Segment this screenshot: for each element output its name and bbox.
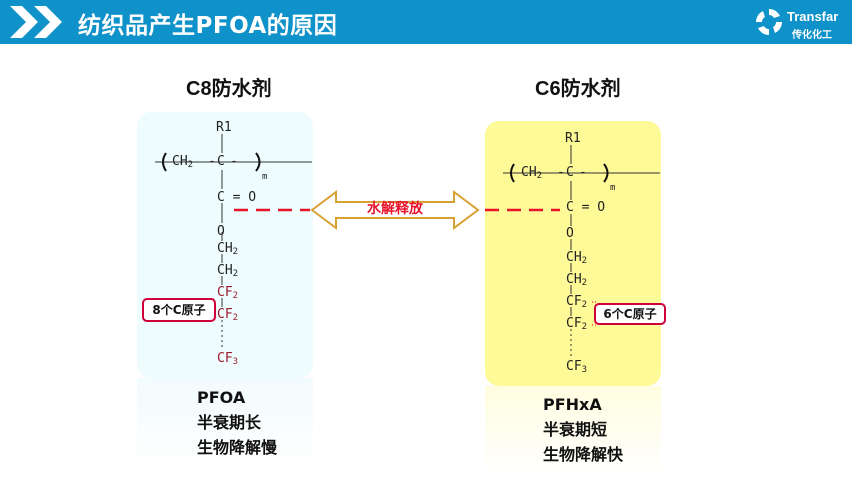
c8-chain-3: CF2 [217,307,239,324]
c8-chain-1: CH2 [217,263,239,280]
double-arrow-icon [310,190,480,230]
c6-panel-reflection [485,386,661,476]
c8-chain-2: CF2 [217,285,239,302]
c6-chain-3: CF2 [566,316,588,333]
c6-carbon-count-callout: 6个C原子 [594,303,666,325]
c6-r1: R1 [565,131,581,146]
c6-dash2: - [579,165,587,180]
c8-carbonyl: C = O [217,190,257,205]
logo-cn-name: 传化化工 [792,30,832,41]
c8-carbon: C [217,154,225,169]
c6-chain-2: CF2 [566,294,588,311]
c8-info-degradation: 生物降解慢 [197,438,278,457]
c6-chain-1: CH2 [566,272,588,289]
c6-dash: - [557,165,565,180]
logo-mark-icon [756,9,782,35]
c8-title: C8防水剂 [186,78,272,100]
c6-info-degradation: 生物降解快 [543,445,624,464]
c6-info: PFHxA 半衰期短 生物降解快 [543,392,623,467]
hydrolysis-label: 水解释放 [367,201,423,217]
c6-repeat-m: m [610,183,616,193]
c6-info-name: PFHxA [543,395,602,414]
c8-dash2: - [230,154,238,169]
c8-panel-reflection [137,378,313,474]
c8-info: PFOA 半衰期长 生物降解慢 [197,385,277,460]
c8-r1: R1 [216,120,232,135]
c6-chain-4: CF3 [566,359,588,376]
company-logo: Transfar 传化化工 [754,5,850,41]
c8-oxygen: O [217,224,225,239]
c8-carbon-count-callout: 8个C原子 [142,298,216,322]
c6-carbon: C [566,165,574,180]
chevron-right-icon [10,6,62,38]
c8-chain-4: CF3 [217,351,239,368]
c8-dash: - [208,154,216,169]
c8-chain-0: CH2 [217,241,239,258]
slide-title: 纺织品产生PFOA的原因 [78,13,338,39]
c8-info-halflife: 半衰期长 [197,413,262,432]
c6-oxygen: O [566,226,574,241]
c8-info-name: PFOA [197,388,246,407]
c6-chain-0: CH2 [566,250,588,267]
logo-name: Transfar [787,9,839,24]
c8-ch2: CH2 [172,154,194,171]
c6-title: C6防水剂 [535,78,621,100]
c6-ch2: CH2 [521,165,543,182]
c6-info-halflife: 半衰期短 [543,420,608,439]
header-bar: 纺织品产生PFOA的原因 Transfar 传化化工 [0,0,852,44]
c8-repeat-m: m [262,172,268,182]
c6-carbonyl: C = O [566,200,606,215]
c8-panel [137,112,313,378]
